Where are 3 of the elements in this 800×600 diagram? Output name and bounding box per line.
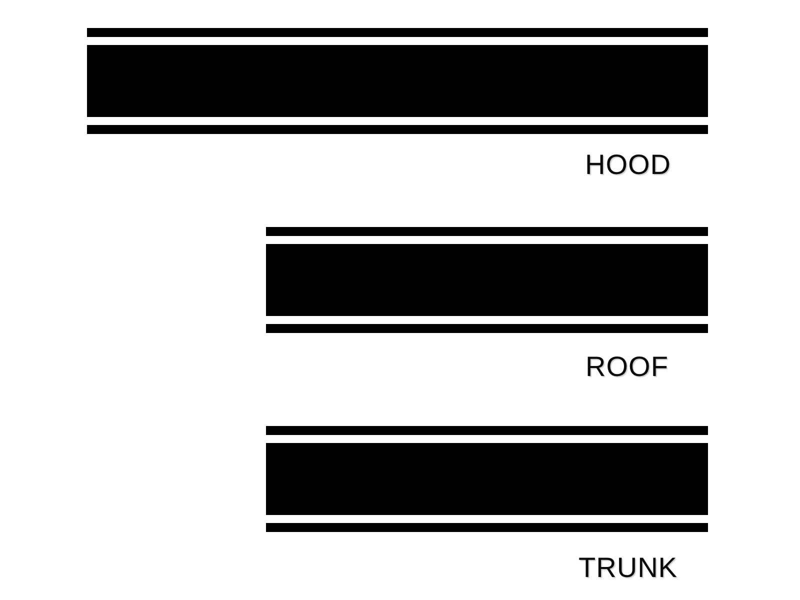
part-label: TRUNK [578,554,678,582]
part-label: HOOD [585,151,671,179]
part-label: ROOF [586,353,668,381]
